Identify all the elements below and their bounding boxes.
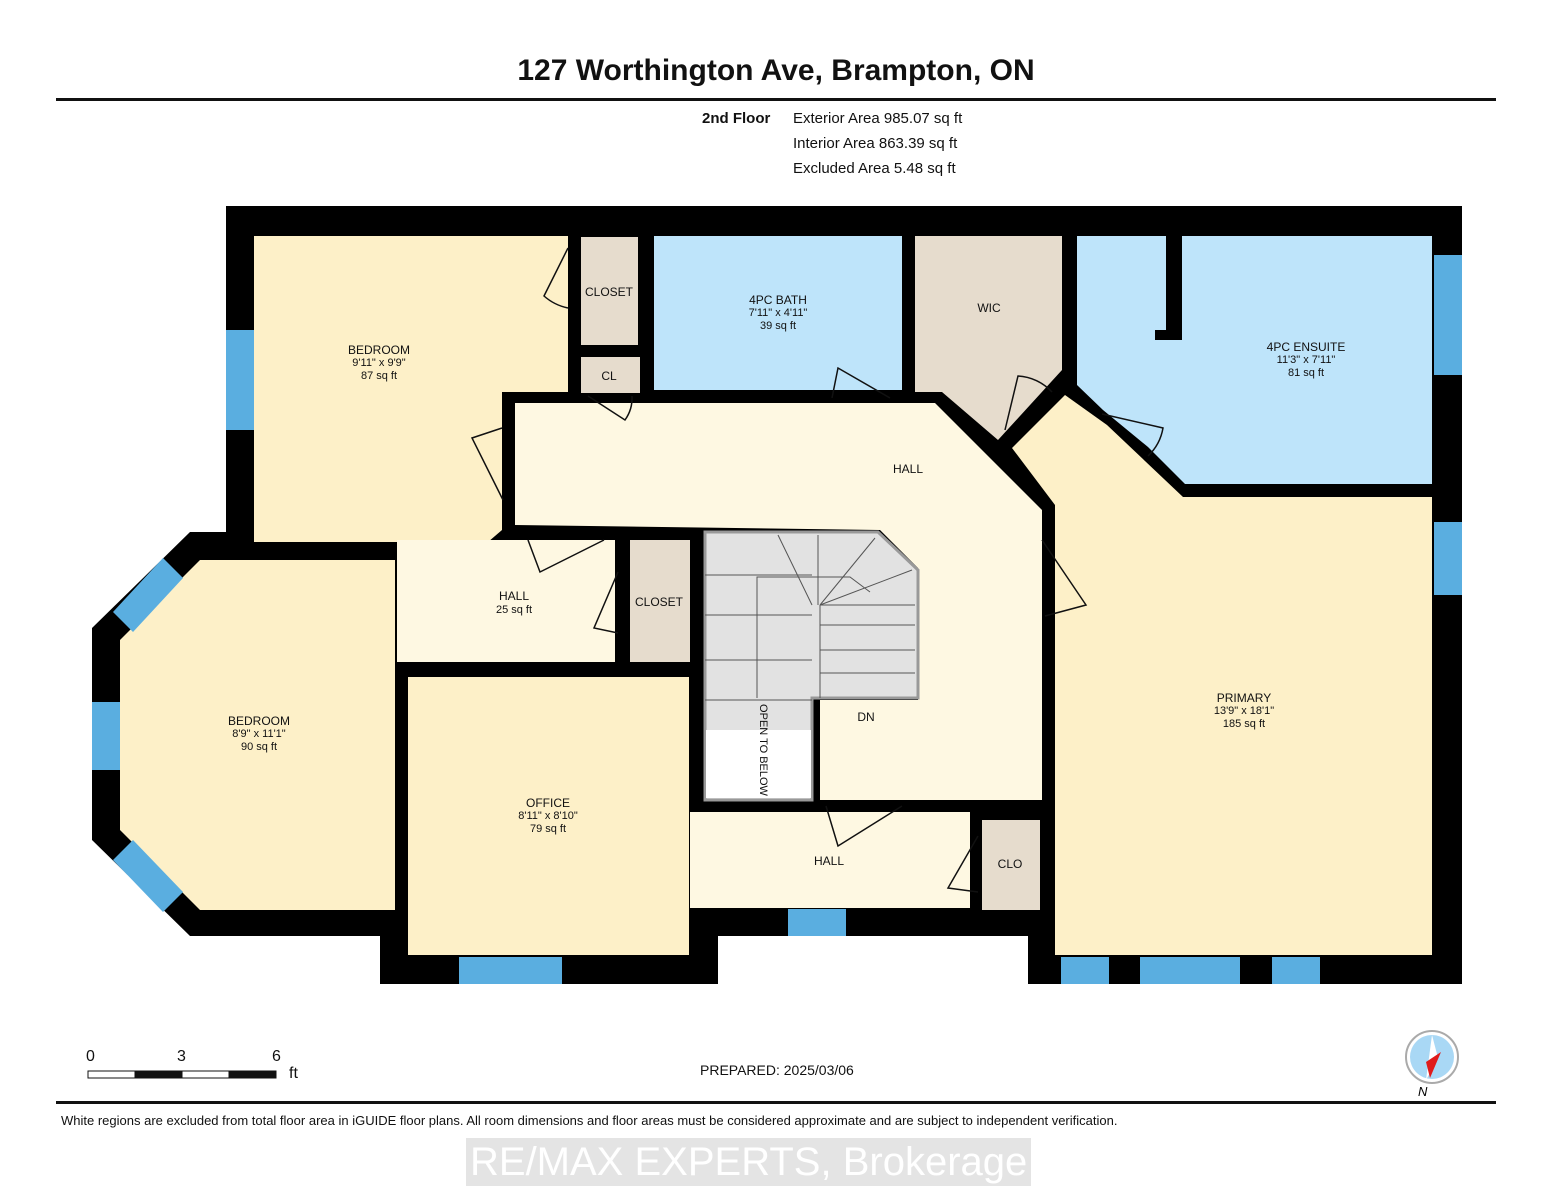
room-cl	[581, 357, 640, 393]
door	[946, 835, 979, 893]
room-area: 81 sq ft	[1288, 367, 1324, 379]
room-label: CLOSET	[635, 595, 684, 609]
door	[587, 395, 633, 422]
header-divider	[56, 98, 1496, 101]
room-label: HALL	[499, 589, 529, 603]
window	[1061, 957, 1109, 984]
room-label: 4PC ENSUITE	[1267, 340, 1346, 354]
room-label: PRIMARY	[1217, 691, 1271, 705]
room-hall-bottom	[690, 812, 970, 908]
door	[1004, 375, 1053, 431]
room-label: WIC	[977, 301, 1001, 315]
room-area: 87 sq ft	[361, 370, 397, 382]
room-area: 25 sq ft	[496, 604, 532, 616]
floor-name: 2nd Floor	[702, 110, 771, 127]
room-dims: 7'11" x 4'11"	[749, 307, 808, 319]
room-4pc-ensuite	[1077, 236, 1432, 484]
window	[92, 702, 120, 770]
room-dims: 13'9" x 18'1"	[1214, 705, 1274, 717]
room-bedroom-1	[254, 236, 568, 542]
room-wic	[915, 236, 1062, 440]
exterior-area: Exterior Area 985.07 sq ft	[793, 110, 963, 127]
scale-tick-0: 0	[86, 1048, 95, 1065]
watermark: RE/MAX EXPERTS, Brokerage	[466, 1138, 1032, 1186]
door	[1041, 539, 1088, 617]
disclaimer: White regions are excluded from total fl…	[61, 1113, 1118, 1128]
window	[1434, 255, 1462, 375]
room-dims: 8'9" x 11'1"	[232, 728, 285, 740]
door	[831, 366, 891, 399]
window	[1272, 957, 1320, 984]
door	[1101, 413, 1164, 457]
room-label: HALL	[814, 854, 844, 868]
doors	[470, 247, 1164, 893]
compass-label: N	[1418, 1084, 1428, 1099]
page-title: 127 Worthington Ave, Brampton, ON	[517, 54, 1035, 87]
room-label: OFFICE	[526, 796, 570, 810]
open-to-below-label: OPEN TO BELOW	[757, 704, 769, 797]
room-clo	[982, 820, 1040, 910]
room-label: BEDROOM	[228, 714, 290, 728]
window	[1434, 522, 1462, 595]
door	[527, 539, 605, 574]
staircase	[703, 530, 920, 802]
room-label: 4PC BATH	[749, 293, 807, 307]
room-dims: 9'11" x 9'9"	[352, 357, 405, 369]
scale-tick-6: 6	[272, 1048, 281, 1065]
room-label: CLOSET	[585, 285, 634, 299]
scale-bar	[87, 1070, 277, 1079]
stairs-down-label: DN	[857, 710, 874, 724]
scale-unit: ft	[289, 1065, 298, 1082]
window	[113, 558, 183, 632]
compass-icon	[1405, 1030, 1459, 1084]
room-primary	[1012, 395, 1432, 955]
window	[459, 957, 562, 984]
excluded-area: Excluded Area 5.48 sq ft	[793, 160, 956, 177]
room-hall-small	[397, 540, 615, 662]
room-area: 79 sq ft	[530, 823, 566, 835]
room-label: CL	[601, 369, 617, 383]
room-label: BEDROOM	[348, 343, 410, 357]
room-label: HALL	[893, 462, 923, 476]
door	[825, 805, 903, 848]
room-label: CLO	[998, 857, 1023, 871]
room-bedroom-2	[120, 560, 395, 910]
window	[788, 909, 846, 936]
window	[1140, 957, 1240, 984]
footer-divider	[56, 1101, 1496, 1104]
scale-tick-3: 3	[177, 1048, 186, 1065]
room-closet-2	[630, 540, 690, 662]
room-dims: 11'3" x 7'11"	[1277, 354, 1336, 366]
interior-area: Interior Area 863.39 sq ft	[793, 135, 958, 152]
room-dims: 8'11" x 8'10"	[518, 810, 578, 822]
room-hall-main	[515, 403, 1042, 800]
room-4pc-bath	[654, 236, 902, 390]
window	[226, 330, 254, 430]
door	[470, 427, 504, 501]
room-area: 185 sq ft	[1223, 718, 1265, 730]
room-area: 90 sq ft	[241, 741, 277, 753]
windows	[92, 255, 1462, 984]
door	[543, 247, 569, 309]
window	[113, 840, 183, 912]
door	[592, 571, 619, 634]
room-office	[408, 677, 689, 955]
room-closet-1	[581, 237, 638, 345]
prepared-date: PREPARED: 2025/03/06	[700, 1062, 854, 1078]
room-area: 39 sq ft	[760, 320, 796, 332]
